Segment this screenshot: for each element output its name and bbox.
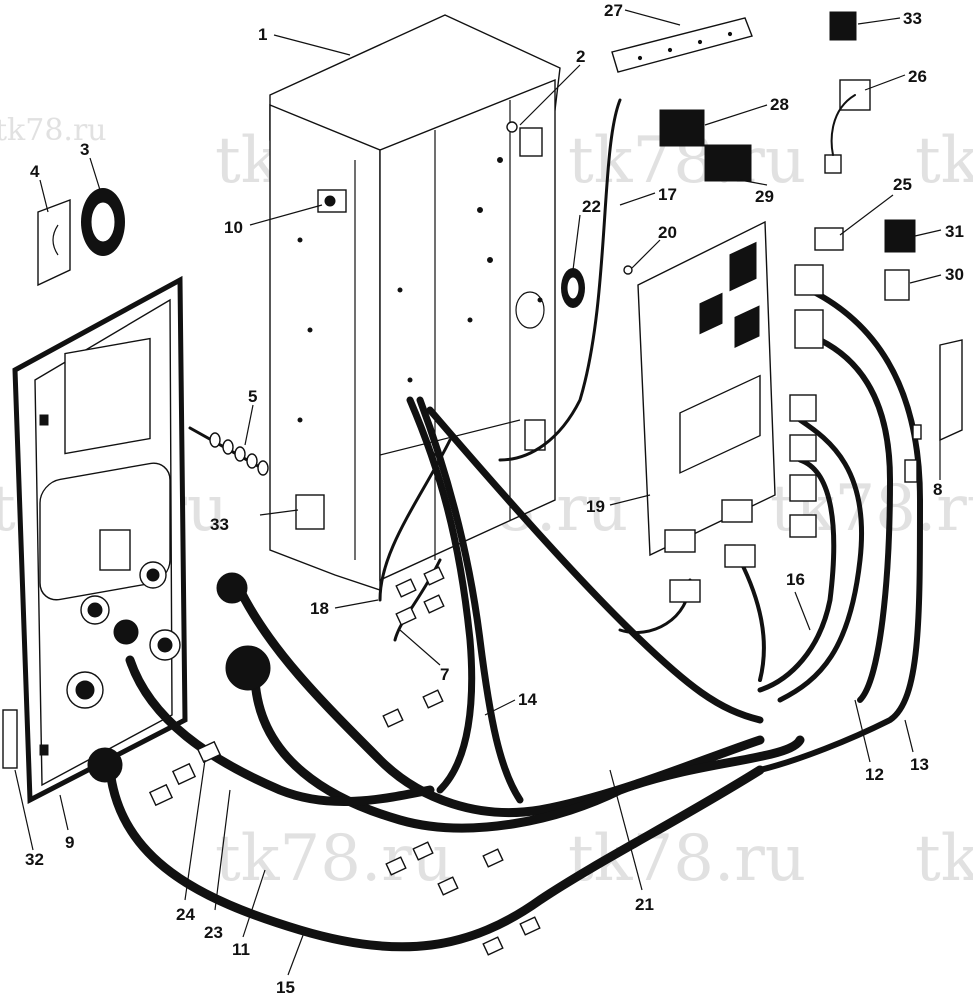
callout-14: 14 <box>518 690 537 709</box>
box-grommet <box>561 268 585 308</box>
callout-7: 7 <box>440 665 449 684</box>
callout-17: 17 <box>658 185 677 204</box>
callout-26: 26 <box>908 67 927 86</box>
callout-31: 31 <box>945 222 964 241</box>
callout-33-label: 33 <box>210 515 229 534</box>
watermark-7: tk78.ru <box>215 822 453 896</box>
callout-2: 2 <box>576 47 585 66</box>
circuit-board <box>623 220 776 603</box>
mounting-strip <box>611 17 753 73</box>
front-panel <box>2 275 188 805</box>
box-fasteners <box>317 121 518 213</box>
callout-20: 20 <box>658 223 677 242</box>
stud-washers <box>188 426 269 476</box>
callout-33-relay: 33 <box>903 9 922 28</box>
callout-1: 1 <box>258 25 267 44</box>
grommet-and-plate <box>37 188 125 287</box>
callout-19: 19 <box>586 497 605 516</box>
callout-11: 11 <box>232 940 250 959</box>
callout-28: 28 <box>770 95 789 114</box>
callout-24: 24 <box>176 905 195 924</box>
callout-32: 32 <box>25 850 44 869</box>
leader-lines <box>14 9 942 976</box>
small-connectors <box>148 566 541 956</box>
callout-15: 15 <box>276 978 295 997</box>
callout-4: 4 <box>30 162 40 181</box>
watermark-3: tk78.ru <box>915 124 973 198</box>
enclosure-box <box>269 14 561 591</box>
callout-5: 5 <box>248 387 257 406</box>
callout-10: 10 <box>224 218 243 237</box>
callout-16: 16 <box>786 570 805 589</box>
callout-21: 21 <box>635 895 654 914</box>
callout-8: 8 <box>933 480 942 499</box>
callout-29: 29 <box>755 187 774 206</box>
callout-30: 30 <box>945 265 964 284</box>
callout-13: 13 <box>910 755 929 774</box>
callout-22: 22 <box>582 197 601 216</box>
watermark-9: tk78.ru <box>915 822 973 896</box>
cable-elbow-connectors <box>87 572 271 783</box>
callout-23: 23 <box>204 923 223 942</box>
watermark-10: tk78.ru <box>0 113 107 148</box>
callout-27: 27 <box>604 1 623 20</box>
callout-9: 9 <box>65 833 74 852</box>
callout-25: 25 <box>893 175 912 194</box>
callout-3: 3 <box>80 140 89 159</box>
cable-harnesses <box>105 98 923 952</box>
relay-blocks <box>659 11 963 538</box>
callout-12: 12 <box>865 765 884 784</box>
callout-labels: 1 2 3 4 5 7 8 9 10 11 12 13 14 15 16 17 … <box>25 1 964 997</box>
callout-18: 18 <box>310 599 329 618</box>
